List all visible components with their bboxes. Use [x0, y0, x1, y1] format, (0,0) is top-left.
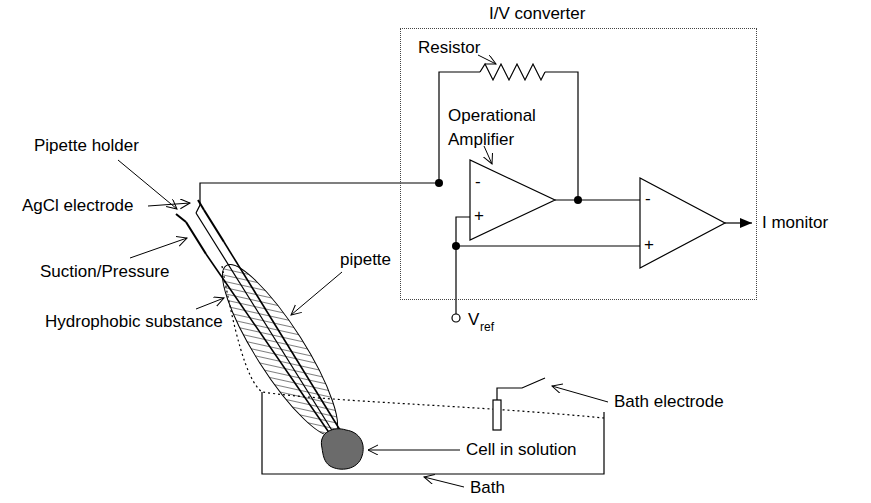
- part-label: Pipette holder: [34, 136, 139, 156]
- pin-sign: +: [474, 206, 484, 226]
- part-label: Suction/Pressure: [40, 262, 169, 282]
- part-label: Resistor: [418, 38, 480, 58]
- junction-dot: [452, 242, 460, 250]
- leader-arrow: [118, 55, 608, 487]
- bath-electrode-wire: [497, 378, 545, 400]
- junction-dot: [574, 196, 582, 204]
- pin-sign: -: [645, 189, 651, 209]
- part-label: Bath electrode: [614, 392, 724, 412]
- bath-electrode: [493, 400, 501, 430]
- part-label: Bath: [470, 478, 505, 498]
- part-label: Operational Amplifier: [448, 104, 548, 152]
- part-label: pipette: [340, 250, 391, 270]
- converter-box: I/V converter: [400, 28, 757, 300]
- signal-subscript: ref: [480, 320, 494, 335]
- signal-name: V: [468, 310, 479, 330]
- pin-sign: -: [475, 172, 481, 192]
- part-label: AgCl electrode: [22, 196, 134, 216]
- opamp-symbol: [470, 160, 555, 240]
- part-label: Hydrophobic substance: [45, 312, 223, 332]
- wire: [196, 183, 752, 314]
- opamp-symbol: [640, 178, 725, 268]
- part-label: Cell in solution: [466, 440, 577, 460]
- terminal-circle: [452, 314, 460, 322]
- pin-sign: +: [644, 235, 654, 255]
- signal-name: I monitor: [762, 213, 828, 233]
- junction-dot: [435, 179, 443, 187]
- bath-outline: [262, 392, 604, 474]
- box-heading: I/V converter: [489, 4, 585, 24]
- resistor-symbol: [480, 64, 545, 80]
- cell: [321, 429, 363, 469]
